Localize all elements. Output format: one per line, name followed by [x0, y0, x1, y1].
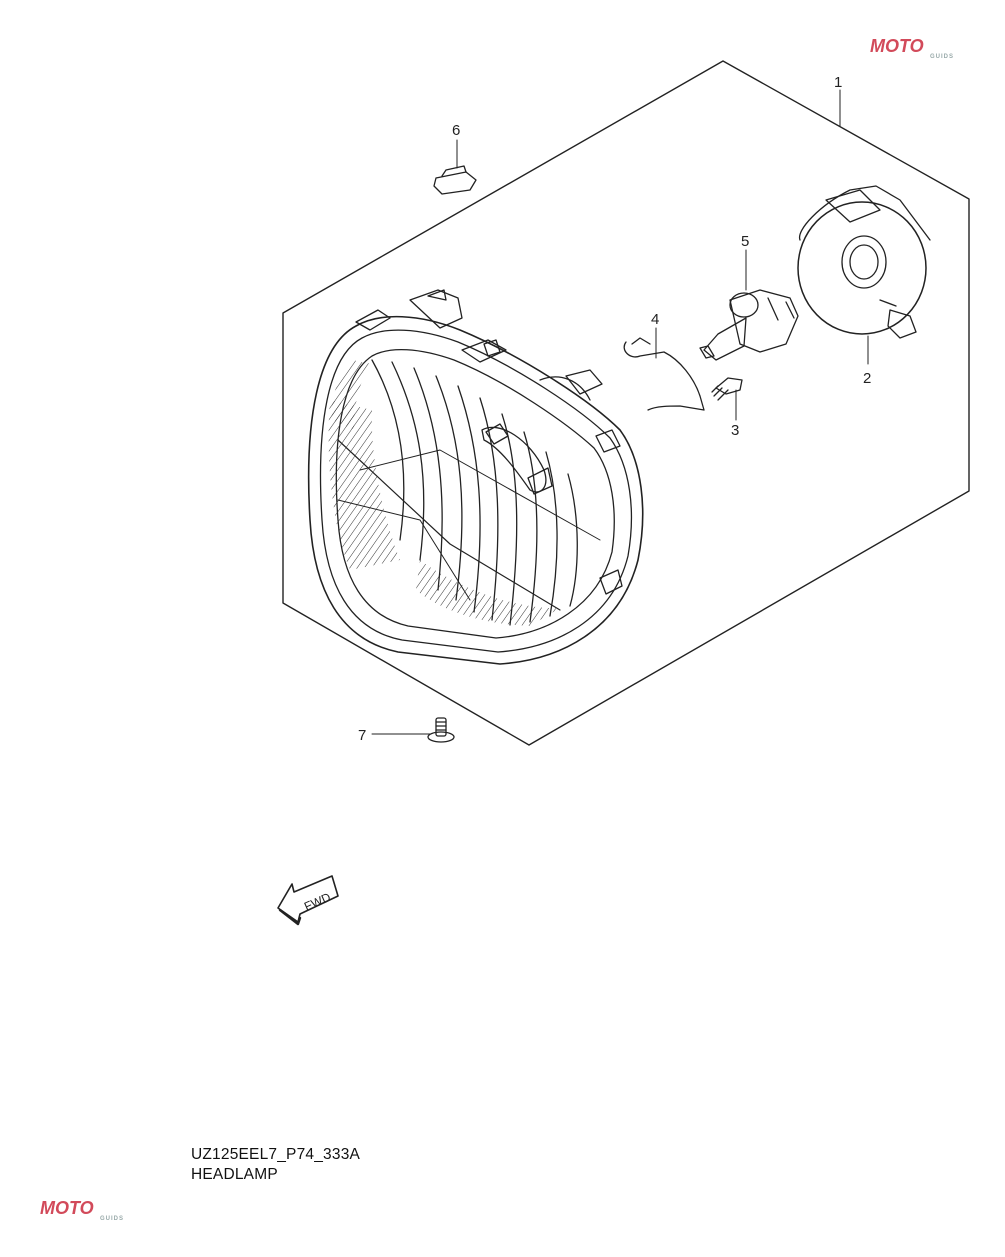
leader-lines [371, 89, 869, 735]
diagram-title: HEADLAMP [191, 1166, 278, 1183]
callout-2: 2 [863, 370, 871, 387]
callout-4: 4 [651, 311, 659, 328]
callout-6: 6 [452, 122, 460, 139]
halogen-bulb [699, 289, 799, 361]
screw [711, 377, 743, 401]
diagram-code: UZ125EEL7_P74_333A [191, 1146, 361, 1163]
watermark-text: MOTO [40, 1198, 94, 1218]
callout-5: 5 [741, 233, 749, 250]
bulb-spring-clip [623, 337, 705, 411]
watermark-text: MOTO [870, 36, 924, 56]
mounting-clip [433, 165, 477, 195]
headlamp-housing [307, 289, 644, 665]
bolt [427, 717, 455, 743]
watermark-subtext: GUIDS [100, 1216, 125, 1222]
watermark-subtext: GUIDS [930, 54, 955, 60]
callout-7: 7 [358, 727, 366, 744]
fwd-arrow-icon: FWD [277, 875, 339, 926]
bulb-socket-housing [797, 185, 931, 339]
assembly-outline [282, 60, 970, 746]
watermark-logo-bottom: MOTO GUIDS [40, 1198, 124, 1222]
callout-3: 3 [731, 422, 739, 439]
callout-1: 1 [834, 74, 842, 91]
watermark-logo-top: MOTO GUIDS [870, 36, 954, 60]
